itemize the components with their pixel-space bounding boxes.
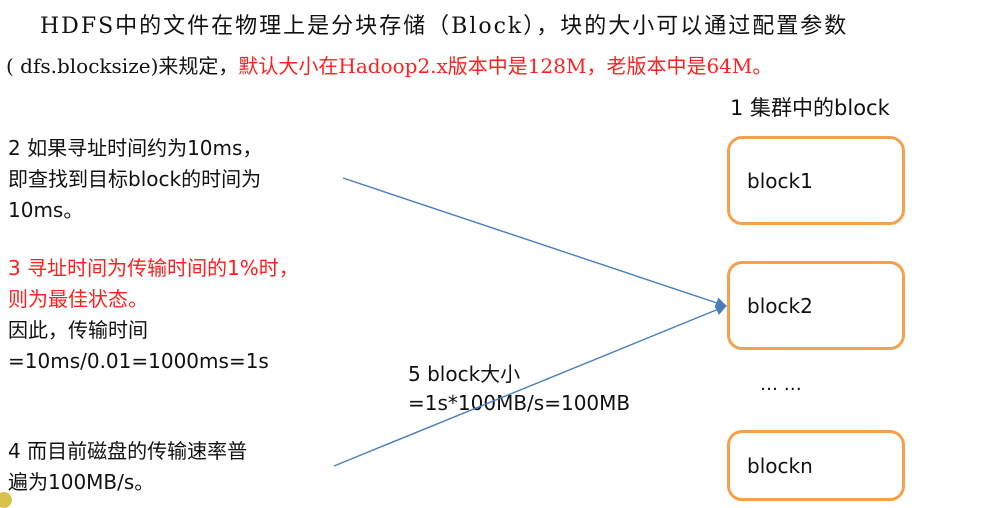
cluster-title: 1 集群中的block (730, 96, 890, 120)
block-label: block1 (747, 168, 813, 193)
note-line: 10ms。 (8, 198, 84, 222)
block-box-1: block1 (727, 136, 905, 225)
block-label: block2 (747, 293, 813, 318)
intro-line-1: HDFS中的文件在物理上是分块存储（Block），块的大小可以通过配置参数 (40, 14, 849, 39)
corner-decoration (0, 492, 12, 508)
note-line: 5 block大小 (408, 362, 521, 386)
note-line: 4 而目前磁盘的传输速率普 (8, 439, 248, 463)
block-ellipsis: … … (760, 374, 802, 395)
note-line: =10ms/0.01=1000ms=1s (8, 349, 269, 373)
note-disk-rate: 4 而目前磁盘的传输速率普 遍为100MB/s。 (8, 436, 247, 498)
note-optimal-ratio: 3 寻址时间为传输时间的1%时， 则为最佳状态。 因此，传输时间 =10ms/0… (8, 253, 299, 377)
block-box-2: block2 (727, 261, 905, 350)
note-line-highlight: 则为最佳状态。 (8, 287, 148, 311)
note-line: 2 如果寻址时间约为10ms， (8, 136, 263, 160)
arrow-seek-to-block (342, 177, 728, 309)
block-label: blockn (747, 453, 813, 478)
note-seek-time: 2 如果寻址时间约为10ms， 即查找到目标block的时间为 10ms。 (8, 133, 262, 226)
note-line: 即查找到目标block的时间为 (8, 167, 262, 191)
intro-line-2-highlight: 默认大小在Hadoop2.x版本中是128M，老版本中是64M。 (238, 54, 773, 78)
intro-line-2: ( dfs.blocksize)来规定，默认大小在Hadoop2.x版本中是12… (6, 50, 772, 79)
note-line: 因此，传输时间 (8, 318, 148, 342)
intro-line-2-plain: ( dfs.blocksize)来规定， (6, 54, 239, 78)
block-box-n: blockn (727, 430, 905, 501)
note-line: =1s*100MB/s=100MB (408, 391, 631, 415)
note-block-size: 5 block大小 =1s*100MB/s=100MB (408, 360, 630, 418)
note-line: 遍为100MB/s。 (8, 470, 155, 494)
note-line-highlight: 3 寻址时间为传输时间的1%时， (8, 256, 299, 280)
